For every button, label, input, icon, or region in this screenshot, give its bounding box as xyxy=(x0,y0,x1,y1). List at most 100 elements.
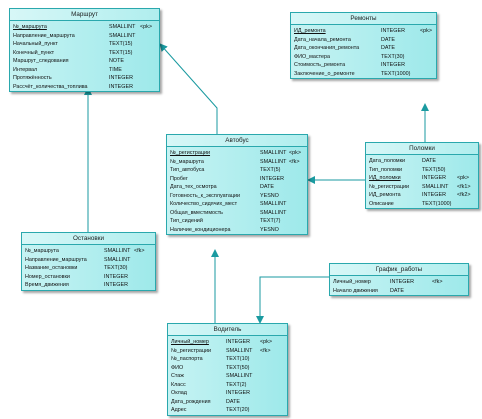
attribute-type: INTEGER xyxy=(226,390,250,396)
attribute-name: Время_движения xyxy=(25,282,69,288)
attribute-type: TEXT(1000) xyxy=(422,200,452,207)
attribute-key: <fk1> xyxy=(457,183,471,190)
attribute-type: YESNO xyxy=(260,192,279,199)
attribute-type: INTEGER xyxy=(422,175,446,181)
attribute-type: INTEGER xyxy=(226,339,250,345)
attribute-row: Направление_маршрута SMALLINT xyxy=(25,256,155,265)
attribute-type: DATE xyxy=(390,287,404,294)
attribute-name: Направление_маршрута xyxy=(25,256,87,263)
attribute-type: INTEGER xyxy=(109,75,133,81)
attribute-type: TEXT(50) xyxy=(226,364,250,371)
attribute-name: Общая_вместимость xyxy=(170,209,223,216)
entity-title: Маршрут xyxy=(10,9,159,21)
attribute-name: №_маршрута xyxy=(170,158,204,165)
attribute-type: SMALLINT xyxy=(260,158,287,165)
attribute-type: SMALLINT xyxy=(104,248,131,254)
attribute-name: Наличие_кондиционера xyxy=(170,226,231,233)
attribute-row: Начало движения DATE xyxy=(333,287,468,296)
attribute-name: Личный_номер xyxy=(171,339,209,345)
attribute-type: INTEGER xyxy=(104,273,128,280)
attribute-name: №_регистрации xyxy=(170,150,211,156)
attribute-type: SMALLINT xyxy=(226,347,253,354)
attribute-key: <fk> xyxy=(432,279,443,285)
attribute-row: Тип_сидений TEXT(7) xyxy=(170,217,307,226)
attribute-type: TEXT(2) xyxy=(226,381,247,388)
attribute-name: ФИО xyxy=(171,364,184,371)
attribute-name: Интервал xyxy=(13,66,38,73)
attribute-name: №_регистрации xyxy=(369,183,410,190)
attribute-name: Начальный_пункт xyxy=(13,41,58,47)
attribute-type: TEXT(7) xyxy=(260,218,281,224)
attribute-name: Тип_сидений xyxy=(170,218,203,224)
attribute-name: №_маршрута xyxy=(25,248,59,254)
attribute-name: Тип_поломки xyxy=(369,166,403,173)
attribute-type: TEXT(15) xyxy=(109,49,133,56)
attribute-type: DATE xyxy=(422,158,436,164)
attribute-row: Класс TEXT(2) xyxy=(171,381,287,390)
attribute-type: NOTE xyxy=(109,58,124,64)
attribute-name: Тип_автобуса xyxy=(170,167,205,173)
attribute-type: TEXT(1000) xyxy=(381,70,411,77)
attribute-key: <fk2> xyxy=(457,192,471,198)
attribute-name: Количество_сидячих_мест xyxy=(170,201,238,207)
attribute-type: TEXT(20) xyxy=(226,407,250,413)
attribute-name: Дата_поломки xyxy=(369,158,406,164)
attribute-key: <pk> xyxy=(457,175,469,181)
attribute-name: Начало движения xyxy=(333,287,378,294)
attribute-type: SMALLINT xyxy=(226,373,253,379)
attribute-name: Готовность_к_эксплуатации xyxy=(170,192,240,199)
attribute-type: DATE xyxy=(260,184,274,190)
attribute-key: <pk> xyxy=(140,24,152,30)
attribute-name: Конечный_пункт xyxy=(13,49,55,56)
attribute-key: <pk> xyxy=(289,150,301,156)
attribute-type: TEXT(5) xyxy=(260,167,281,173)
attribute-type: INTEGER xyxy=(260,175,284,182)
attribute-type: SMALLINT xyxy=(422,183,449,190)
attribute-name: Описание xyxy=(369,200,394,207)
attribute-type: DATE xyxy=(381,45,395,51)
attribute-type: SMALLINT xyxy=(260,209,287,216)
entity-title: Остановки xyxy=(22,233,155,245)
attribute-name: Дата_окончания_ремонта xyxy=(294,45,360,51)
attribute-type: INTEGER xyxy=(381,28,405,34)
relationship-bus-to-route xyxy=(159,43,218,134)
attribute-type: INTEGER xyxy=(390,279,414,285)
attribute-row: №_регистрации SMALLINT <fk1> xyxy=(369,183,478,192)
attribute-type: SMALLINT xyxy=(104,256,131,263)
attribute-row: Общая_вместимость SMALLINT xyxy=(170,209,307,218)
attribute-name: №_паспорта xyxy=(171,356,203,362)
entity-title: Ремонты xyxy=(291,13,436,25)
attribute-name: Класс xyxy=(171,381,186,388)
attribute-name: Номер_остановки xyxy=(25,273,70,280)
attribute-key: <fk> xyxy=(134,248,145,254)
